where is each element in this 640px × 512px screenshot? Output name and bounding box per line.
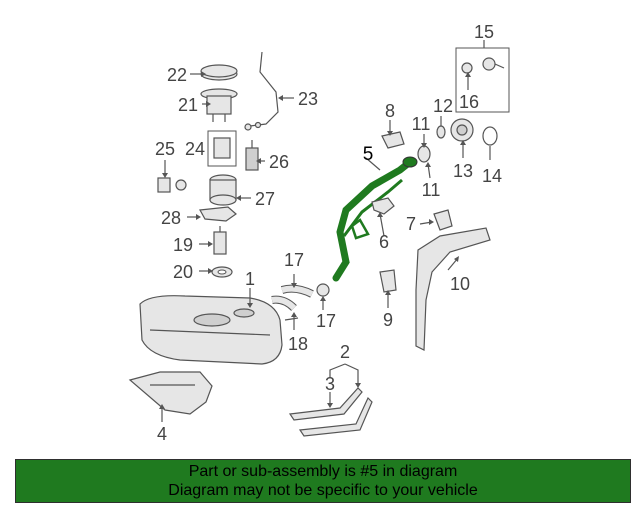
- callout-19: 18: [288, 334, 308, 354]
- callout-16: 16: [459, 92, 479, 112]
- callout-27: 26: [269, 152, 289, 172]
- parts-diagram: 22 21 23 25 24 26 27 28 19 20 1 17 17 18…: [128, 22, 510, 444]
- banner-line-2: Diagram may not be specific to your vehi…: [168, 482, 478, 499]
- bracket-29: [199, 206, 237, 222]
- callout-21: 20: [173, 262, 193, 282]
- tank-straps: [288, 387, 373, 437]
- pressure-regulator-27: [245, 140, 259, 171]
- callout-5: 5: [363, 144, 374, 165]
- hose-17: [280, 284, 314, 298]
- callout-numbers: 22 21 23 25 24 26 27 28 19 20 1 17 17 18…: [155, 22, 502, 444]
- seal-12: [436, 125, 446, 139]
- callout-26: 25: [155, 139, 175, 159]
- gasket-14: [482, 126, 498, 146]
- pump-housing-28: [209, 174, 237, 206]
- bracket-26: [157, 177, 187, 193]
- callout-3: 3: [325, 374, 335, 394]
- callout-22: 21: [178, 95, 198, 115]
- callout-18: 17: [316, 311, 336, 331]
- clamp-18: [316, 283, 330, 297]
- callout-11-top: 11: [412, 114, 431, 134]
- fuel-pump-module: [200, 88, 238, 122]
- bracket-8: [381, 131, 405, 149]
- callout-13: 13: [453, 161, 473, 181]
- hose-19: [271, 295, 297, 311]
- callout-28: 27: [255, 189, 275, 209]
- callout-8: 8: [385, 101, 395, 121]
- callout-4: 4: [157, 424, 167, 444]
- bracket-7: [433, 209, 453, 231]
- callout-17: 17: [284, 250, 304, 270]
- info-banner: Part or sub-assembly is #5 in diagram Di…: [15, 459, 631, 503]
- filler-cap-13: [450, 118, 474, 142]
- tank-shield: [128, 371, 213, 415]
- filler-pipe-highlighted: [332, 156, 418, 282]
- callout-20: 19: [173, 235, 193, 255]
- callout-7: 7: [406, 214, 416, 234]
- callout-10: 10: [450, 274, 470, 294]
- cap-assembly-15-box: [455, 47, 510, 113]
- callout-1: 1: [245, 269, 255, 289]
- fuel-filter-25-box: [207, 130, 237, 167]
- callout-14: 14: [482, 166, 502, 186]
- ring-21: [211, 266, 233, 278]
- cap-11: [417, 145, 431, 163]
- filler-housing-10: [415, 227, 491, 351]
- callout-23: 22: [167, 65, 187, 85]
- callout-24: 23: [298, 89, 318, 109]
- callout-29: 28: [161, 208, 181, 228]
- fuel-pump-20: [213, 226, 227, 255]
- fuel-pump-ring: [200, 64, 238, 81]
- fuel-tank: [139, 295, 299, 365]
- leader-lines: [159, 40, 491, 422]
- callout-15: 15: [474, 22, 494, 42]
- fuel-line-24: [244, 51, 279, 131]
- banner-line-1: Part or sub-assembly is #5 in diagram: [188, 463, 458, 480]
- callout-2: 2: [340, 342, 350, 362]
- bracket-6: [371, 197, 395, 215]
- callout-25: 24: [185, 139, 205, 159]
- callout-9: 9: [383, 310, 393, 330]
- callout-6: 6: [379, 232, 389, 252]
- callout-11-bottom: 11: [422, 180, 441, 200]
- callout-12: 12: [433, 96, 453, 116]
- bracket-9: [379, 269, 397, 293]
